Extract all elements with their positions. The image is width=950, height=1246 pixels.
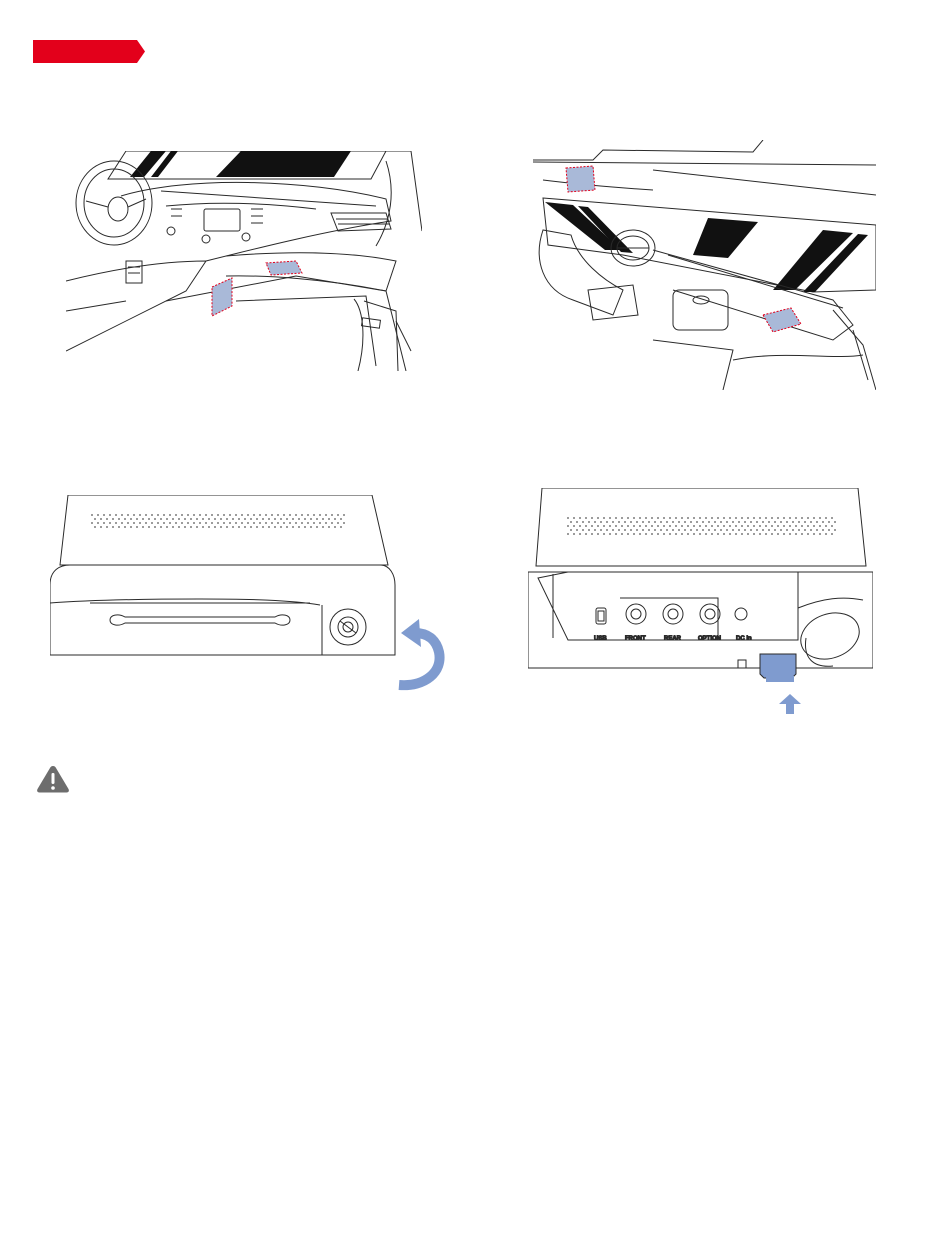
port-label-rear: REAR bbox=[664, 636, 682, 642]
section-tab-banner bbox=[33, 40, 145, 63]
device-front-illustration bbox=[50, 495, 445, 695]
port-label-dc-in: DC in bbox=[736, 636, 752, 642]
port-label-option: OPTION bbox=[698, 636, 721, 642]
warning-triangle-icon bbox=[36, 764, 70, 794]
port-label-usb: USB bbox=[594, 636, 607, 642]
port-label-front: FRONT bbox=[625, 636, 646, 642]
up-arrow-icon bbox=[779, 694, 801, 714]
device-ports-illustration: USB FRONT REAR OPTION DC in bbox=[528, 488, 873, 714]
curved-arrow-icon bbox=[395, 617, 450, 692]
truck-interior-illustration bbox=[533, 140, 876, 390]
sedan-interior-illustration bbox=[66, 151, 422, 371]
